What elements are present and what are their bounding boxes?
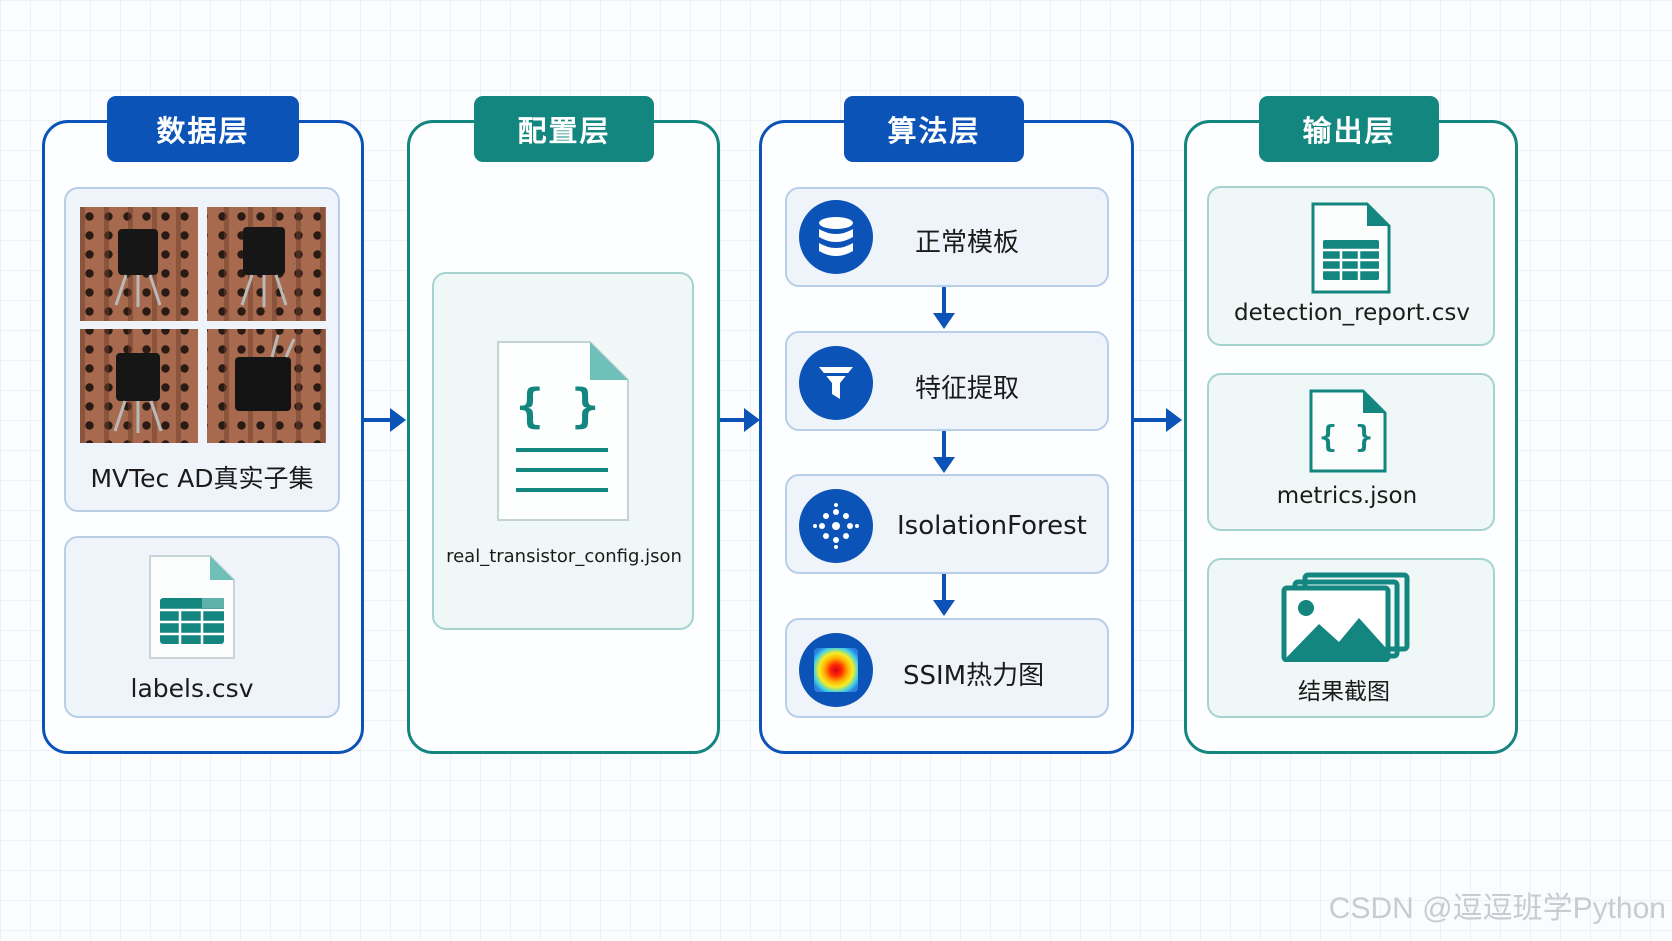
algorithm-layer-title: 算法层	[844, 96, 1024, 162]
json-file-icon: { }	[1309, 389, 1387, 473]
arrow-data-to-config	[364, 408, 406, 432]
output-file-metrics[interactable]: { } metrics.json	[1207, 373, 1495, 531]
labels-file-label: labels.csv	[130, 674, 254, 703]
arrow-step2-to-step3	[933, 431, 955, 473]
spreadsheet-file-icon	[1311, 202, 1391, 294]
spreadsheet-file-icon	[149, 555, 235, 659]
algo-step-label: SSIM热力图	[903, 661, 1045, 691]
dataset-label: MVTec AD真实子集	[90, 464, 314, 493]
arrow-config-to-algorithm	[720, 408, 760, 432]
dots-cluster-icon	[799, 489, 873, 563]
algo-step-feature-extraction[interactable]: 特征提取	[785, 331, 1109, 431]
watermark: CSDN @逗逗班学Python	[1328, 892, 1666, 925]
funnel-icon	[799, 346, 873, 420]
algo-step-ssim-heatmap[interactable]: SSIM热力图	[785, 618, 1109, 718]
arrow-step1-to-step2	[933, 287, 955, 329]
sample-image-2	[207, 207, 326, 321]
output-file-detection-report[interactable]: detection_report.csv	[1207, 186, 1495, 346]
output-file-screenshots[interactable]: 结果截图	[1207, 558, 1495, 718]
config-file-card[interactable]: { } real_transistor_config.json	[432, 272, 694, 630]
output-file-label: detection_report.csv	[1234, 300, 1470, 326]
config-file-label: real_transistor_config.json	[446, 546, 682, 567]
transistor-sample-images	[80, 207, 326, 443]
output-file-label: metrics.json	[1276, 483, 1418, 509]
algo-step-label: 正常模板	[915, 228, 1020, 258]
arrow-step3-to-step4	[933, 574, 955, 616]
heatmap-icon	[799, 633, 873, 707]
algo-step-isolation-forest[interactable]: IsolationForest	[785, 474, 1109, 574]
algo-step-label: IsolationForest	[897, 511, 1087, 541]
dataset-card[interactable]: MVTec AD真实子集	[64, 187, 340, 512]
svg-text:{ }: { }	[516, 379, 599, 433]
output-layer-title: 输出层	[1259, 96, 1439, 162]
database-icon	[799, 200, 873, 274]
sample-image-3	[80, 329, 198, 443]
arrow-algorithm-to-output	[1134, 408, 1182, 432]
sample-image-1	[80, 207, 198, 321]
json-file-icon: { }	[497, 341, 629, 521]
data-layer-title: 数据层	[107, 96, 299, 162]
svg-text:{ }: { }	[1319, 420, 1373, 455]
algo-step-label: 特征提取	[915, 374, 1020, 404]
labels-file-card[interactable]: labels.csv	[64, 536, 340, 718]
algo-step-normal-template[interactable]: 正常模板	[785, 187, 1109, 287]
image-gallery-icon	[1281, 572, 1410, 662]
config-layer-title: 配置层	[474, 96, 654, 162]
output-file-label: 结果截图	[1298, 679, 1390, 705]
sample-image-4	[207, 329, 326, 443]
